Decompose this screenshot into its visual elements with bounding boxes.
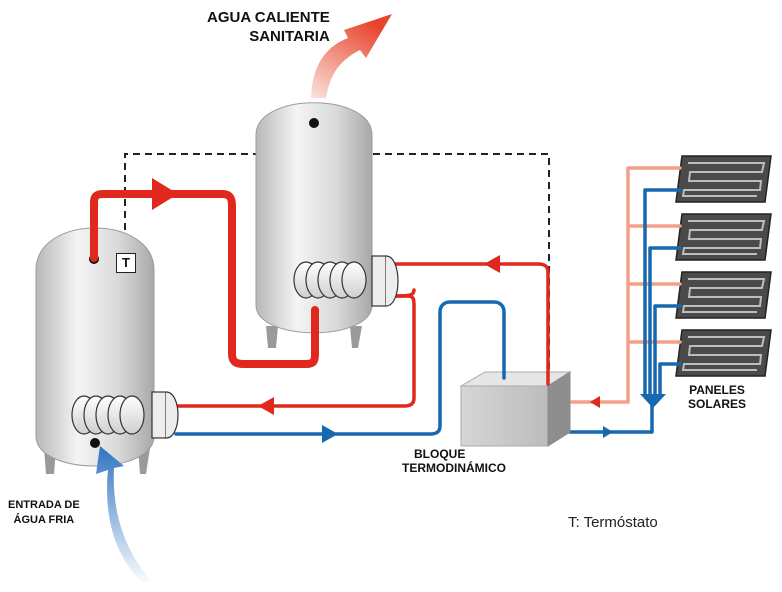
tank2-heat-exchanger-coil	[293, 255, 399, 307]
block-label-line1: BLOQUE	[414, 447, 466, 461]
cold-flow-arrow	[322, 425, 338, 443]
cold-water-label-line1: ENTRADA DE	[8, 499, 80, 511]
preheat-tank	[35, 227, 155, 474]
thermostat-legend: T: Termóstato	[568, 514, 658, 531]
panels-label-line2: SOLARES	[688, 397, 747, 411]
cold-water-label-line2: ÁGUA FRIA	[13, 514, 75, 526]
panel-piping	[568, 166, 682, 438]
hot-water-label-line2: SANITARIA	[249, 28, 330, 45]
panels-label-line1: PANELES	[689, 383, 745, 397]
cold-water-inlet-arrow	[96, 446, 152, 586]
tank1-return-arrow	[258, 397, 274, 415]
tank1-heat-exchanger-coil	[71, 391, 179, 439]
flow-arrows	[152, 178, 500, 443]
solar-panel-1	[675, 155, 772, 203]
hot-water-output-arrow	[311, 14, 392, 98]
cold-water-label: ENTRADA DE ÁGUA FRIA	[8, 498, 80, 528]
solar-panel-2	[675, 213, 772, 261]
thermodynamic-block	[459, 371, 572, 447]
block-label-line2: TERMODINÁMICO	[402, 461, 506, 475]
solar-panels-label: PANELES SOLARES	[688, 383, 746, 411]
tank1-cold-inlet	[90, 438, 100, 448]
thermodynamic-block-label: BLOQUE TERMODINÁMICO	[402, 447, 506, 475]
hot-water-label: AGUA CALIENTE SANITARIA	[207, 8, 330, 46]
transfer-pipe	[90, 190, 319, 368]
circuit-pipes	[90, 190, 550, 436]
solar-panels	[675, 155, 772, 377]
tank2-outlet	[309, 118, 319, 128]
transfer-flow-arrow	[152, 178, 178, 210]
solar-panel-4	[675, 329, 772, 377]
hot-water-label-line1: AGUA CALIENTE	[207, 9, 330, 26]
hot-return-arrow	[484, 255, 500, 273]
thermostat-symbol: T	[116, 253, 136, 273]
solar-panel-3	[675, 271, 772, 319]
